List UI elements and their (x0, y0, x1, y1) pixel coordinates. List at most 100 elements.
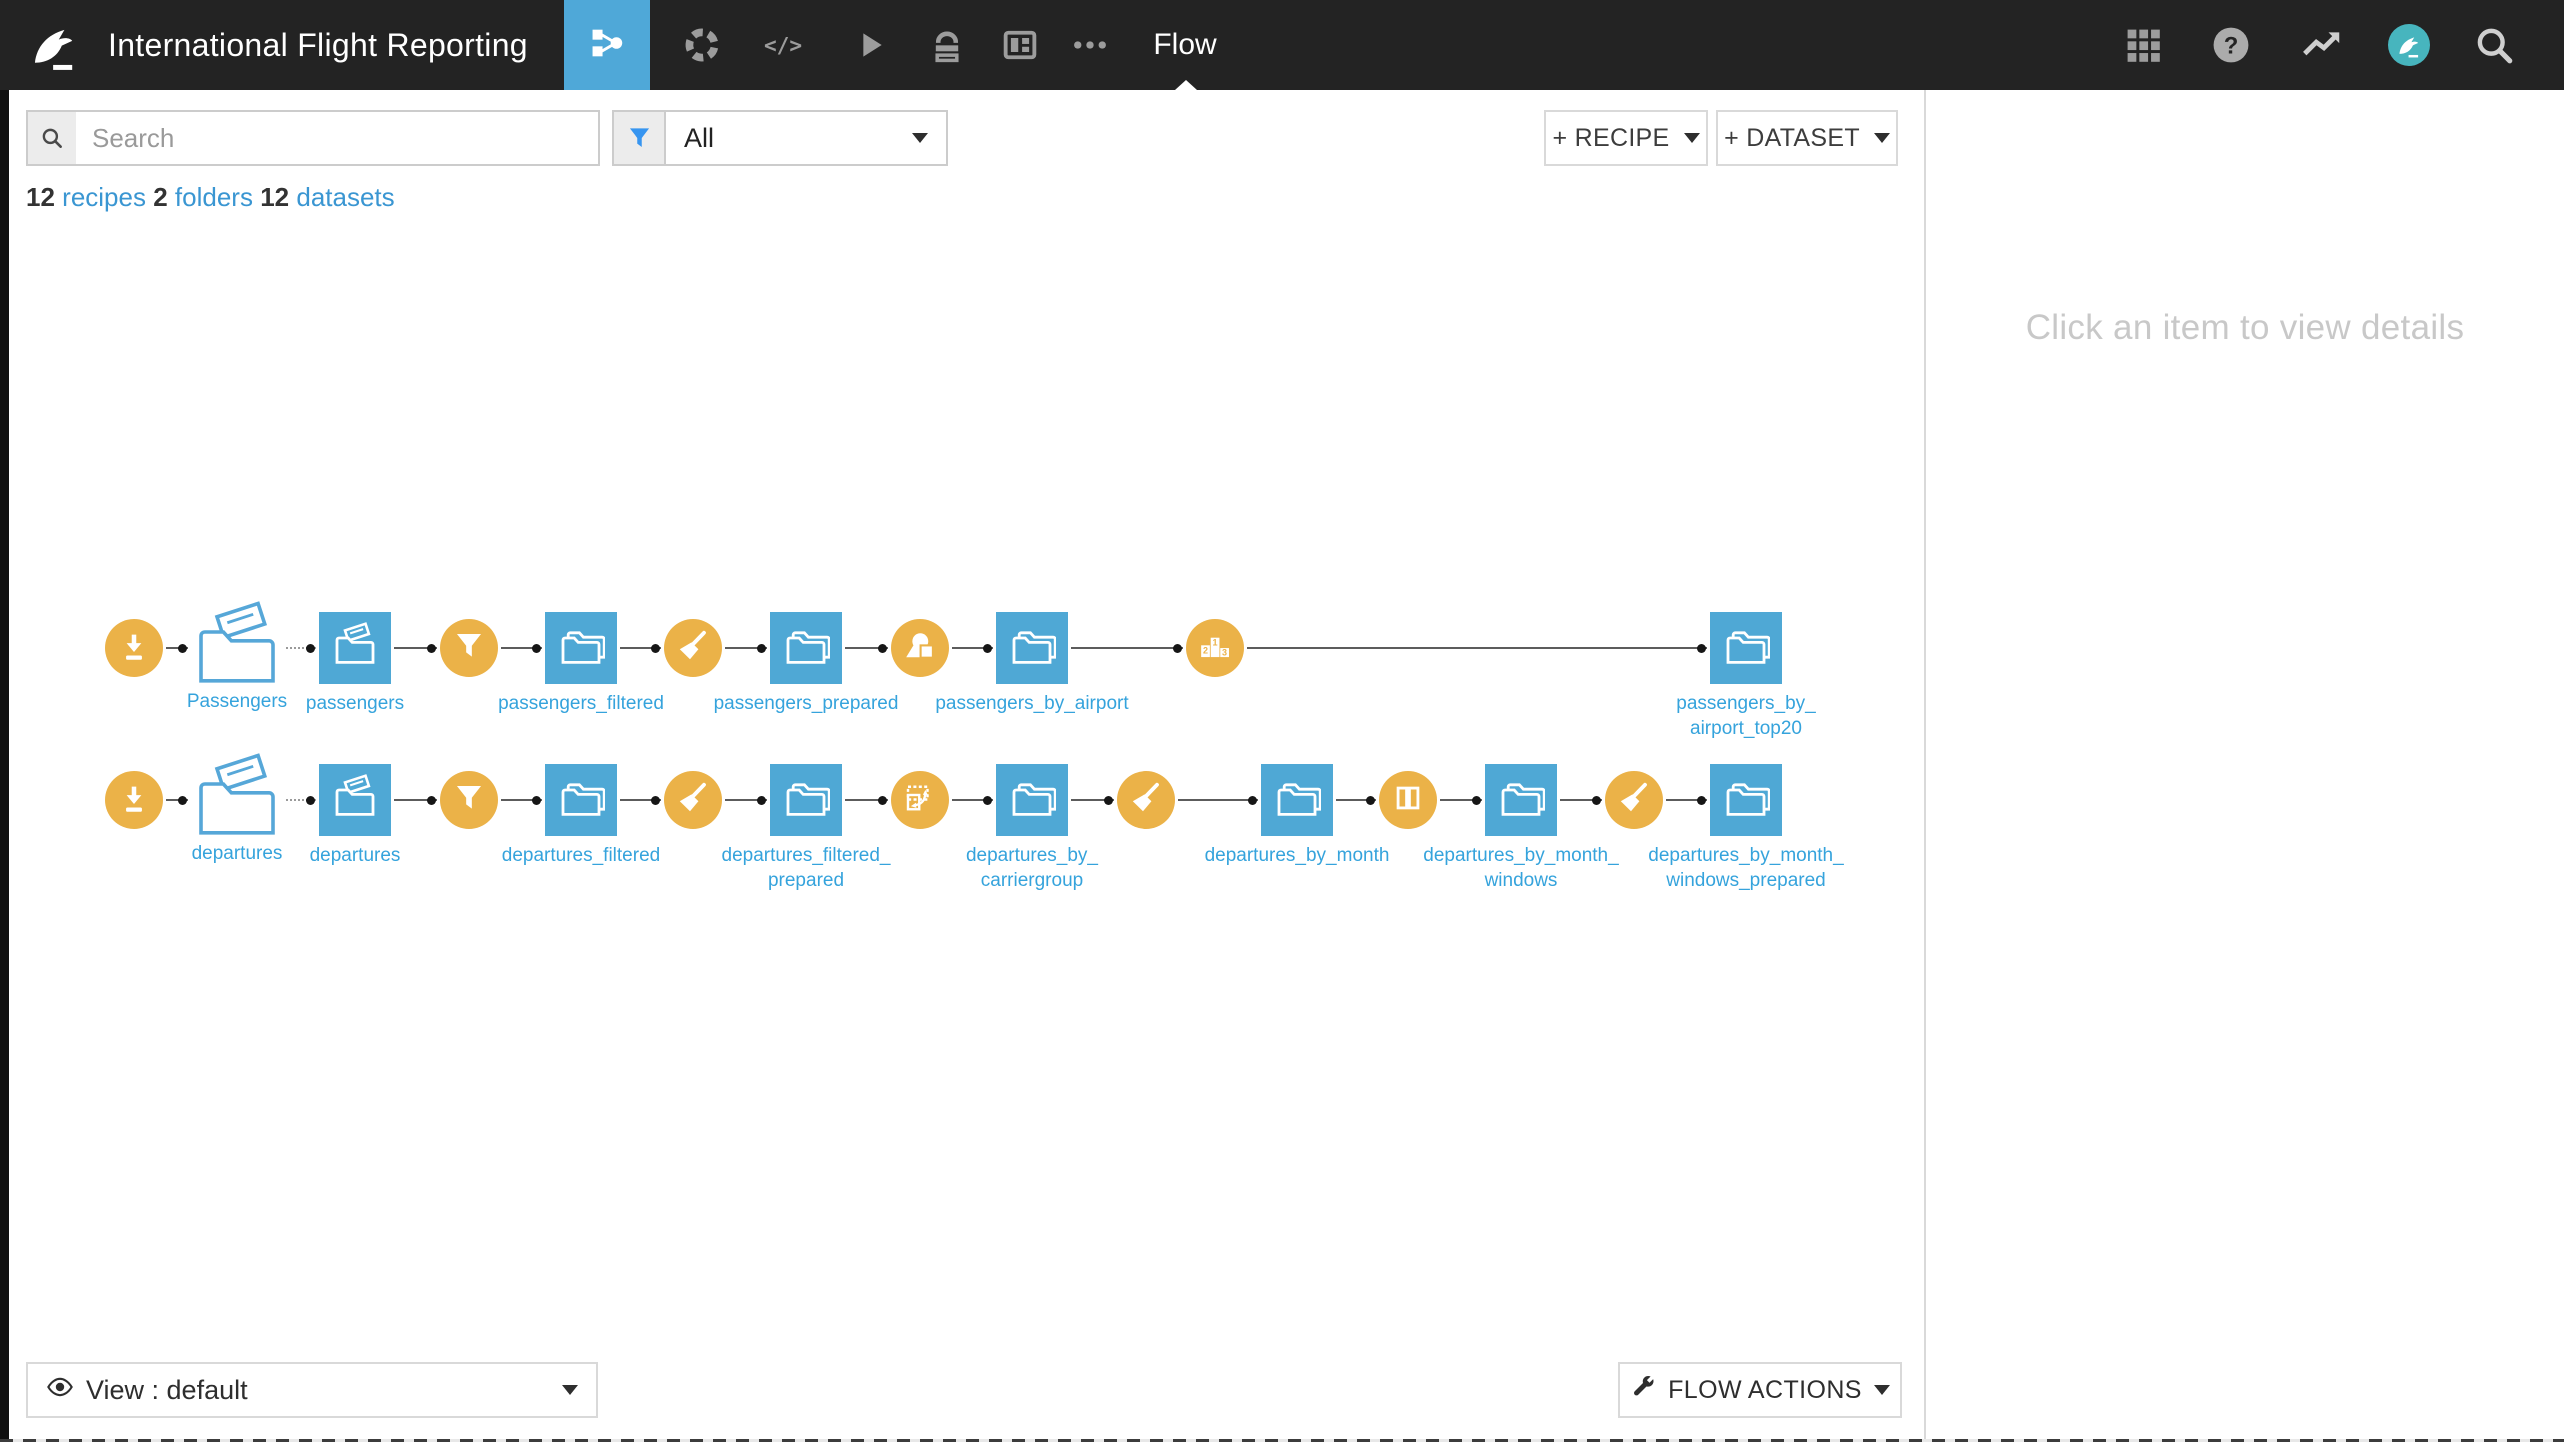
dataset-icon (1497, 774, 1546, 827)
flow-edge (1440, 799, 1482, 801)
flow-edge-dot (878, 644, 887, 653)
dataset-icon (1008, 774, 1057, 827)
flow-node-prepare-recipe[interactable] (1605, 771, 1663, 829)
flow-node-passengers_filtered[interactable] (545, 612, 617, 684)
dashboards-icon[interactable] (996, 0, 1044, 90)
flow-edge-dot (532, 644, 541, 653)
flow-icon (587, 23, 627, 68)
flow-edge (1071, 799, 1114, 801)
more-icon[interactable] (1066, 0, 1114, 90)
eye-icon (46, 1373, 74, 1408)
top-navbar: International Flight Reporting </> (0, 0, 2564, 90)
flow-node-departures_filtered[interactable] (545, 764, 617, 836)
flow-node-label[interactable]: departures_by_month_windows (1423, 845, 1619, 891)
flow-edge (394, 647, 437, 649)
flow-canvas[interactable]: Passengers passengers passengers_filtered p… (0, 90, 1923, 1439)
add-recipe-label: + RECIPE (1552, 123, 1670, 152)
filter-icon (452, 781, 486, 820)
filter-funnel-icon (614, 112, 666, 164)
flow-edge-dot (1104, 796, 1113, 805)
flow-node-label[interactable]: passengers_prepared (713, 693, 899, 714)
dataset-icon (557, 622, 606, 675)
flow-node-label[interactable]: Passengers (186, 691, 288, 712)
flow-node-prepare-recipe[interactable] (664, 771, 722, 829)
flow-node-label[interactable]: departures_filtered_prepared (721, 845, 891, 891)
profile-avatar[interactable] (2385, 0, 2433, 90)
flow-node-label[interactable]: passengers_by_airport_top20 (1676, 693, 1816, 739)
flow-edge (501, 799, 542, 801)
flow-edge (1247, 647, 1707, 649)
download-icon (117, 781, 151, 820)
folders-link[interactable]: folders (174, 182, 253, 212)
add-dataset-button[interactable]: + DATASET (1716, 110, 1898, 166)
flow-edge-dot (757, 644, 766, 653)
flow-node-window-recipe[interactable] (1379, 771, 1437, 829)
flow-edge (952, 647, 993, 649)
flow-edge-dot (178, 796, 187, 805)
view-caret-icon (562, 1385, 578, 1395)
flow-search (26, 110, 600, 166)
flow-node-label[interactable]: passengers (305, 693, 405, 714)
flow-node-departures_filtered_prepared[interactable] (770, 764, 842, 836)
flow-node-download-recipe[interactable] (105, 771, 163, 829)
flow-node-prepare-recipe[interactable] (1117, 771, 1175, 829)
flow-edge (952, 799, 993, 801)
flow-node-download-recipe[interactable] (105, 619, 163, 677)
flow-node-prepare-recipe[interactable] (664, 619, 722, 677)
prepare-icon (675, 780, 711, 821)
project-title[interactable]: International Flight Reporting (108, 26, 528, 63)
search-icon[interactable] (2470, 0, 2518, 90)
flow-node-label[interactable]: departures_by_carriergroup (965, 845, 1099, 891)
stack-icon[interactable] (923, 0, 971, 90)
flow-node-label[interactable]: departures_by_month (1204, 845, 1390, 866)
help-icon[interactable]: ? (2207, 0, 2255, 90)
flow-node-label[interactable]: departures_by_month_windows_prepared (1648, 845, 1844, 891)
flow-edge (1178, 799, 1258, 801)
prepare-icon (1616, 780, 1652, 821)
dataset-upload-icon (331, 621, 379, 675)
folder-upload-icon (189, 600, 285, 697)
flow-node-passengers[interactable] (319, 612, 391, 684)
flow-node-passengers_by_airport[interactable] (996, 612, 1068, 684)
jobs-play-icon[interactable] (846, 0, 894, 90)
recipes-link[interactable]: recipes (62, 182, 146, 212)
flow-node-pivot-recipe[interactable] (891, 771, 949, 829)
search-input[interactable] (76, 112, 598, 164)
filter-select[interactable]: All (684, 122, 715, 153)
flow-edge-dot (1592, 796, 1601, 805)
dataiku-logo-icon[interactable] (26, 17, 82, 73)
activity-icon[interactable] (2298, 0, 2346, 90)
flow-node-passengers_prepared[interactable] (770, 612, 842, 684)
view-selector[interactable]: View : default (26, 1362, 598, 1418)
dataset-icon (557, 774, 606, 827)
flow-node-label[interactable]: passengers_filtered (498, 693, 664, 714)
flow-edge-dot (1472, 796, 1481, 805)
flow-node-Passengers[interactable] (189, 600, 285, 690)
recipe-caret-icon (1683, 133, 1700, 143)
flow-node-label[interactable]: departures (309, 845, 401, 866)
code-icon[interactable]: </> (759, 0, 807, 90)
filter-caret-icon[interactable] (912, 112, 946, 164)
flow-node-label[interactable]: departures (191, 843, 283, 864)
flow-node-departures[interactable] (319, 764, 391, 836)
flow-edge-dot (427, 796, 436, 805)
wrench-icon (1630, 1374, 1656, 1407)
flow-node-label[interactable]: passengers_by_airport (935, 693, 1129, 714)
apps-grid-icon[interactable] (2119, 0, 2167, 90)
flow-node-departures_by_carriergroup[interactable] (996, 764, 1068, 836)
flow-actions-button[interactable]: FLOW ACTIONS (1618, 1362, 1902, 1418)
tab-flow[interactable] (564, 0, 650, 90)
flow-node-departures[interactable] (189, 752, 285, 842)
flow-node-label[interactable]: departures_filtered (501, 845, 661, 866)
flow-node-departures_by_month_windows_prepared[interactable] (1710, 764, 1782, 836)
flow-node-passengers_by_airport_top20[interactable] (1710, 612, 1782, 684)
add-recipe-button[interactable]: + RECIPE (1544, 110, 1708, 166)
flow-node-departures_by_month_windows[interactable] (1485, 764, 1557, 836)
datasets-link[interactable]: datasets (296, 182, 395, 212)
flow-node-filter-recipe[interactable] (440, 771, 498, 829)
flow-node-filter-recipe[interactable] (440, 619, 498, 677)
lab-icon[interactable] (678, 0, 726, 90)
flow-node-departures_by_month[interactable] (1261, 764, 1333, 836)
flow-node-group-recipe[interactable] (891, 619, 949, 677)
